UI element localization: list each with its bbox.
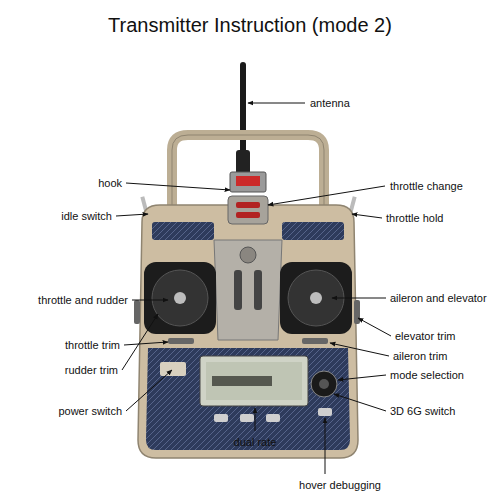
part-label: elevator trim: [395, 330, 456, 343]
part-label: throttle trim: [65, 339, 120, 352]
diagram-title: Transmitter Instruction (mode 2): [0, 14, 500, 37]
part-label: aileron trim: [393, 350, 447, 363]
part-label: throttle hold: [386, 212, 443, 225]
part-label: throttle change: [390, 180, 463, 193]
part-label: mode selection: [390, 369, 464, 382]
part-label: 3D 6G switch: [390, 405, 455, 418]
part-label: throttle and rudder: [38, 294, 128, 307]
part-label: aileron and elevator: [390, 292, 487, 305]
part-label: hover debugging: [299, 479, 381, 492]
part-label: rudder trim: [65, 364, 118, 377]
part-label: idle switch: [61, 210, 112, 223]
part-label: power switch: [58, 405, 122, 418]
part-label: dual rate: [234, 436, 277, 449]
part-label: hook: [98, 177, 122, 190]
part-label: antenna: [310, 97, 350, 110]
